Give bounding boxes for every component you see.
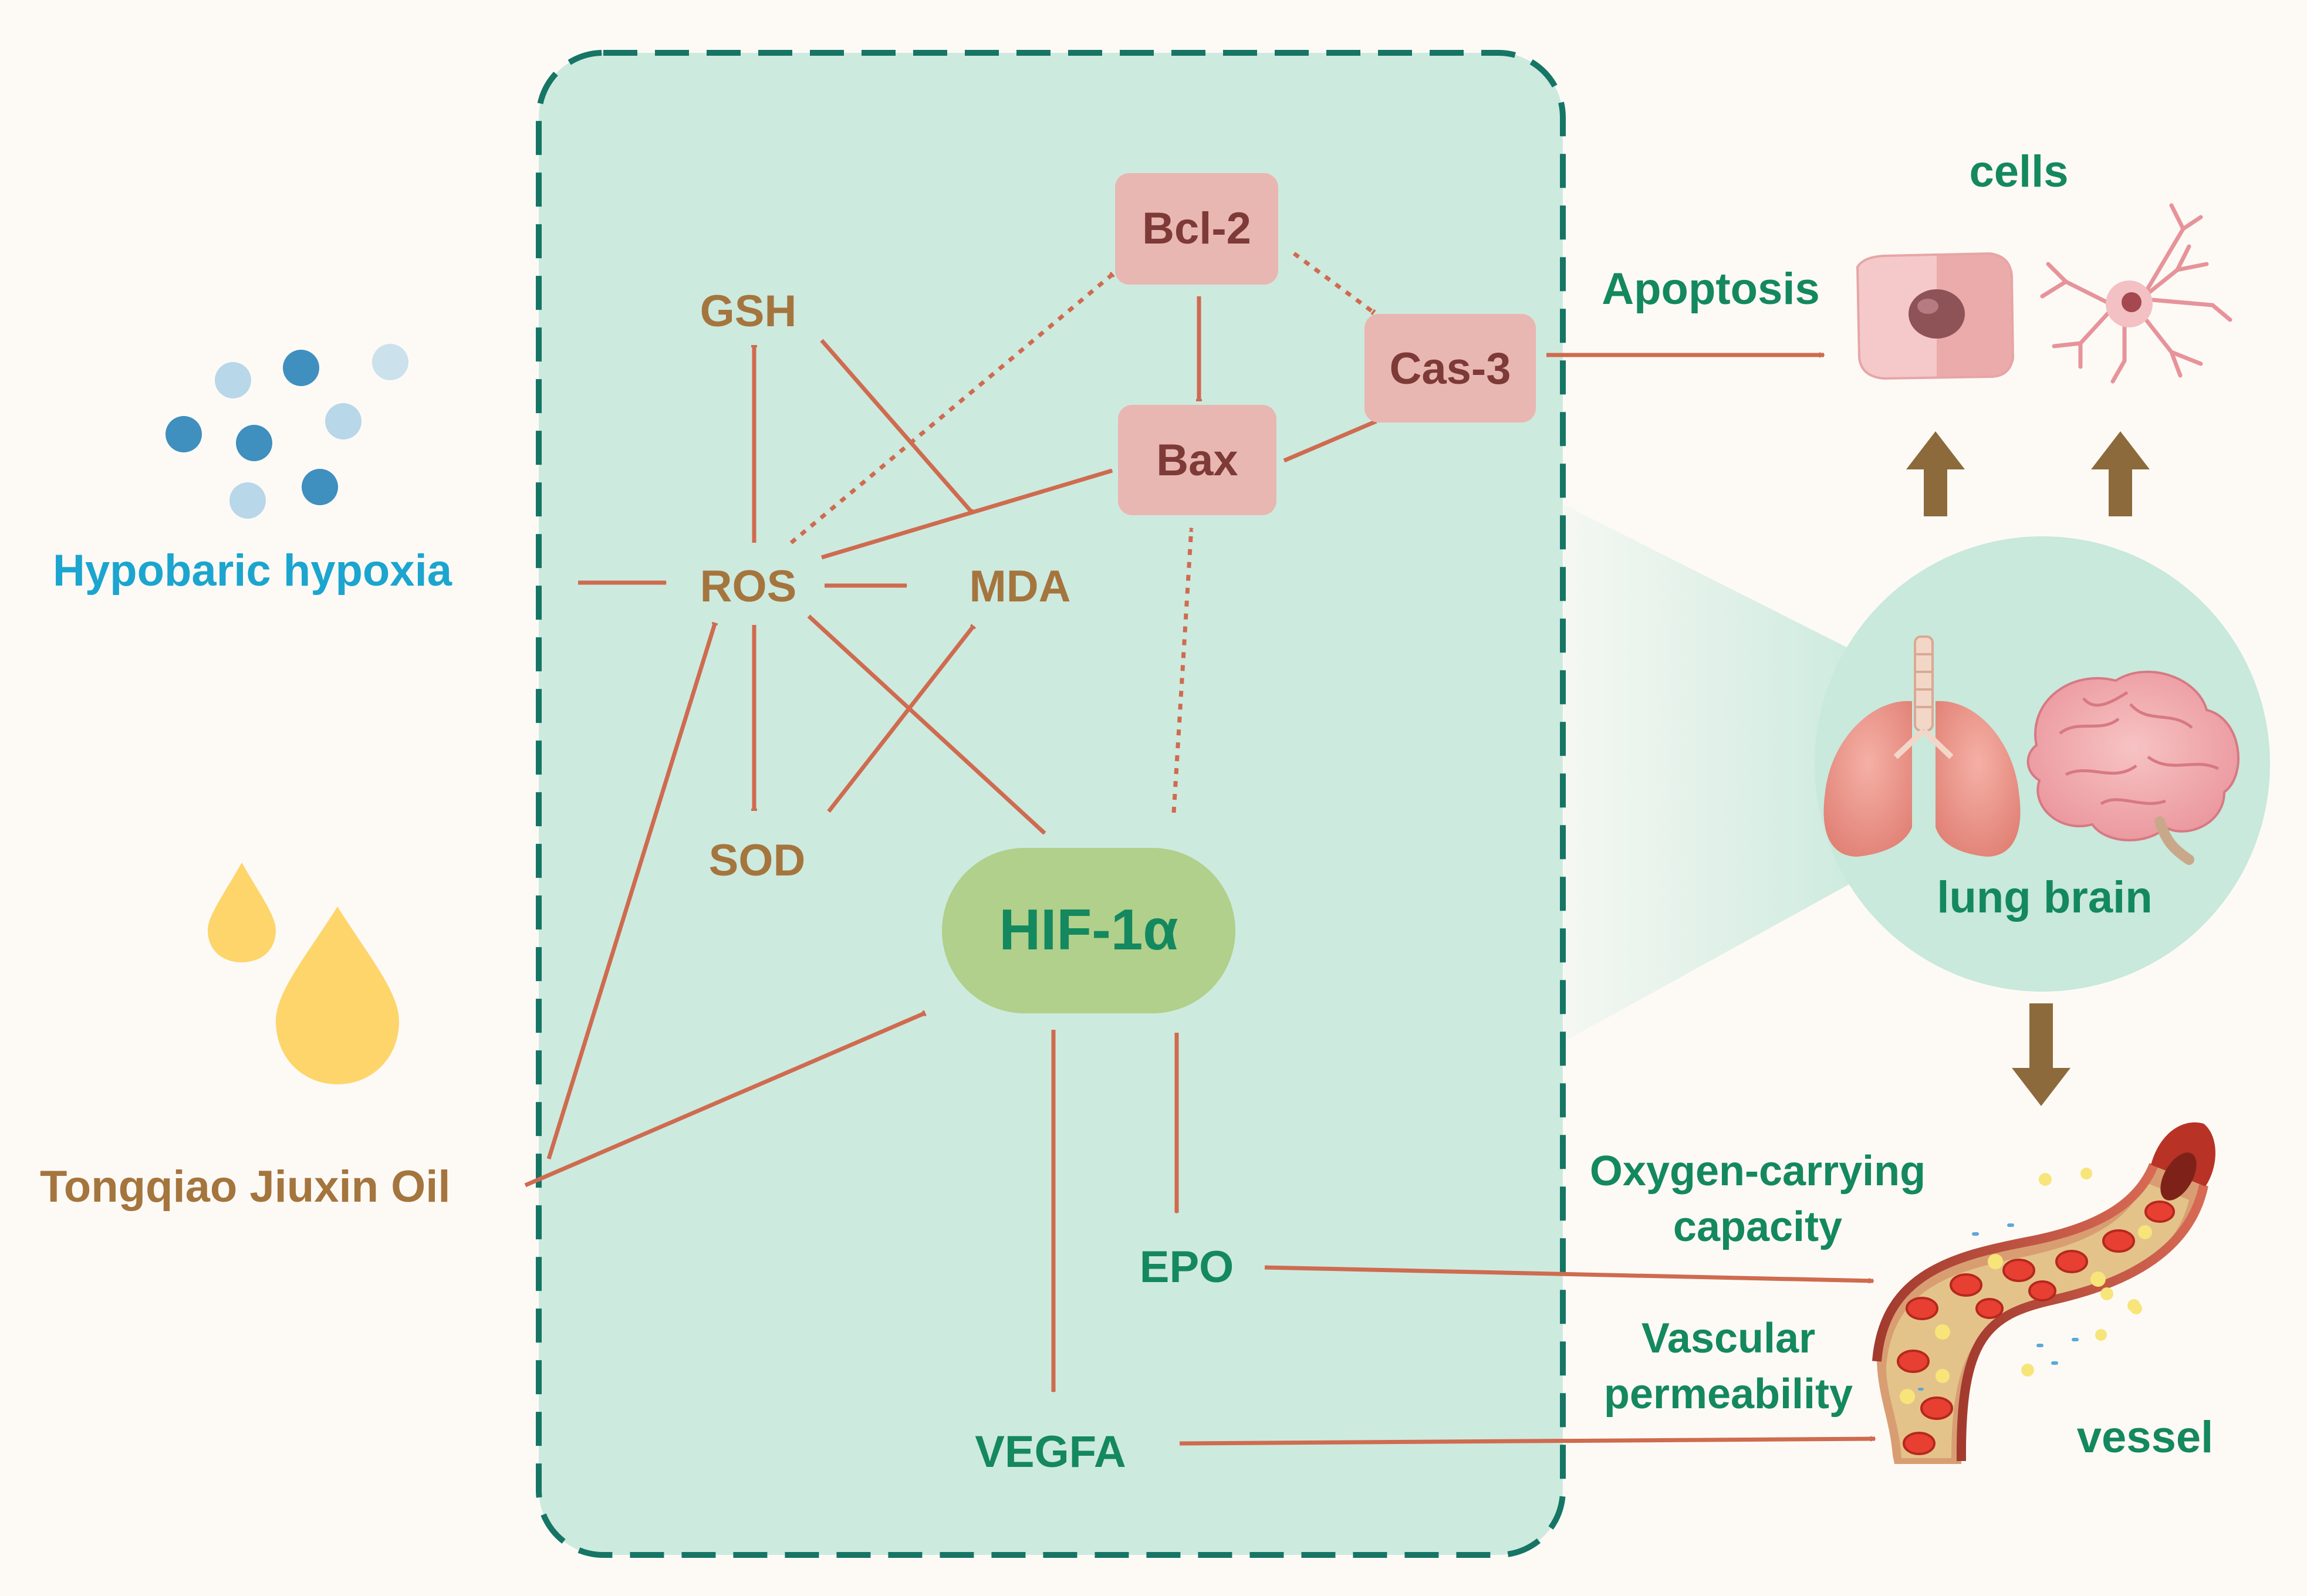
- brain-icon: [2026, 671, 2240, 865]
- sod-inhibits-mda: [827, 624, 977, 813]
- vessel-label: vessel: [2077, 1412, 2213, 1462]
- bcl2-inhibits-cas3-dotted: [1292, 252, 1376, 316]
- hif-node: HIF-1α: [999, 897, 1178, 962]
- blood-vessel-icon: [1872, 1122, 2215, 1464]
- oxygen-label-line2: capacity: [1673, 1203, 1842, 1250]
- bax-to-cas3-arrow: [1283, 419, 1377, 463]
- ros-to-hif-arrow: [807, 614, 1046, 835]
- lung-icon: [1823, 635, 2021, 857]
- epithelial-cell-icon: [1856, 252, 2015, 380]
- cas3-node: Cas-3: [1390, 344, 1511, 394]
- gsh-node: GSH: [700, 286, 797, 336]
- organs-label: lung brain: [1937, 873, 2152, 922]
- vegfa-to-vessel-arrow: [1179, 1436, 1876, 1446]
- epo-node: EPO: [1140, 1242, 1234, 1292]
- oil-drops-icon: [208, 863, 399, 1084]
- gsh-inhibits-mda: [820, 339, 975, 515]
- sod-node: SOD: [709, 836, 806, 885]
- hypoxia-dots-icon: [165, 344, 408, 519]
- bcl2-box: [1115, 173, 1278, 285]
- pathway-edges: [524, 252, 1876, 1446]
- cells-label: cells: [1969, 147, 2068, 197]
- mda-node: MDA: [969, 562, 1070, 611]
- neuron-icon: [2040, 203, 2232, 384]
- bcl2-node: Bcl-2: [1142, 204, 1251, 253]
- ros-inhibits-bcl2-dotted: [789, 271, 1115, 545]
- epo-to-vessel-arrow: [1264, 1265, 1874, 1284]
- zoom-beam: [1564, 505, 1878, 1042]
- vegfa-node: VEGFA: [975, 1427, 1126, 1477]
- bax-node: Bax: [1156, 435, 1238, 485]
- pathway-panel: [536, 50, 1566, 1558]
- oxygen-label-line1: Oxygen-carrying: [1590, 1148, 1926, 1195]
- bax-box: [1118, 405, 1276, 515]
- up-arrow-right: [2091, 431, 2150, 516]
- hif-to-bax-dotted: [1171, 527, 1194, 813]
- cas3-box: [1364, 314, 1536, 422]
- hypoxia-label: Hypobaric hypoxia: [53, 546, 452, 596]
- vascular-label-line2: permeability: [1604, 1371, 1853, 1418]
- oil-label: Tongqiao Jiuxin Oil: [40, 1162, 450, 1212]
- ros-node: ROS: [700, 562, 797, 611]
- oil-inhibits-hif: [524, 1010, 927, 1188]
- down-arrow: [2012, 1003, 2070, 1106]
- up-arrows: [1906, 431, 2150, 1106]
- oil-inhibits-ros: [546, 621, 718, 1160]
- ros-to-bax-arrow: [820, 468, 1113, 560]
- up-arrow-left: [1906, 431, 1965, 516]
- hif-pill: [942, 848, 1235, 1013]
- apoptosis-label: Apoptosis: [1602, 264, 1820, 314]
- vascular-label-line1: Vascular: [1641, 1315, 1815, 1362]
